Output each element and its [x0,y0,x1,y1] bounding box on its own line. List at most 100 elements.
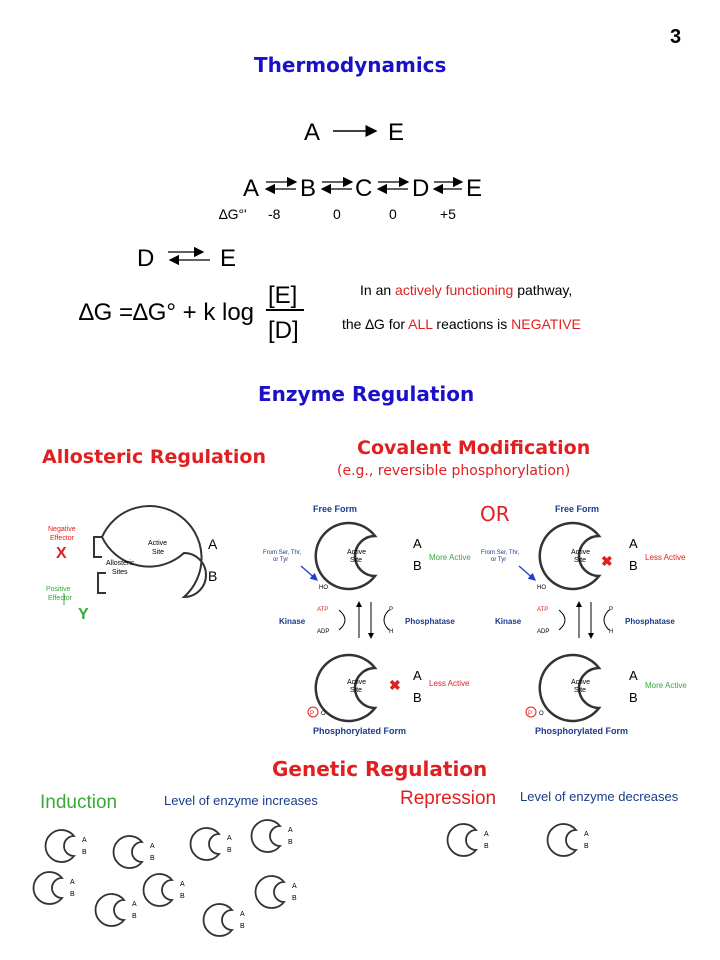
svg-text:From Ser, Thr,: From Ser, Thr, [263,550,302,556]
equation-denominator: [D] [268,317,299,344]
svg-text:A: A [70,879,75,886]
equilibrium-d: D [137,245,154,272]
svg-text:B: B [288,839,293,846]
effector-x: X [56,545,67,562]
svg-text:A: A [288,827,293,834]
svg-text:B: B [484,843,489,850]
allosteric-sites-label-1: Allosteric [106,560,135,567]
svg-text:Less Active: Less Active [429,679,470,688]
svg-text:A: A [629,668,638,683]
svg-text:ATP: ATP [537,607,548,613]
svg-text:Free Form: Free Form [313,504,357,514]
svg-text:or Tyr: or Tyr [491,557,506,563]
svg-text:HO: HO [319,585,328,591]
dg-value-4: +5 [440,206,456,222]
allosteric-diagram: Negative Effector X Positive Effector Y … [46,505,218,623]
svg-text:More Active: More Active [429,553,471,562]
svg-text:B: B [629,690,638,705]
svg-text:H: H [609,629,613,635]
pathway-note-line-1: In an actively functioning pathway, [360,282,573,298]
svg-text:Phosphatase: Phosphatase [625,617,675,626]
pathway-node-e: E [466,175,482,202]
enzyme-regulation-title: Enzyme Regulation [258,382,475,406]
svg-text:ADP: ADP [537,629,549,635]
svg-text:H: H [389,629,393,635]
svg-text:A: A [132,901,137,908]
allosteric-b: B [208,568,217,584]
svg-text:A: A [484,831,489,838]
svg-text:B: B [292,895,297,902]
svg-text:Kinase: Kinase [495,617,522,626]
positive-effector-label-1: Positive [46,586,71,593]
svg-text:P: P [310,711,314,717]
covalent-panel-left: Free Form Active Site A B More Active Fr… [263,504,471,736]
pathway-nodes: A B C D E [243,175,482,202]
svg-text:A: A [82,837,87,844]
simple-a: A [304,119,320,146]
repression-label: Repression [400,788,497,809]
svg-text:B: B [413,558,422,573]
allosteric-active-label-1: Active [148,540,167,547]
allosteric-active-label-2: Site [152,549,164,556]
svg-text:B: B [70,891,75,898]
svg-text:Free Form: Free Form [555,504,599,514]
svg-text:Site: Site [574,687,586,694]
svg-text:O: O [539,711,544,717]
pathway-node-a: A [243,175,259,202]
svg-text:P: P [389,607,393,613]
svg-text:B: B [132,913,137,920]
induction-enzymes: AB AB AB AB AB AB AB AB AB [32,819,297,937]
svg-text:ATP: ATP [317,607,328,613]
covalent-panel-right: Free Form Active Site ✖ A B Less Active … [481,504,687,736]
svg-text:P: P [609,607,613,613]
svg-text:HO: HO [537,585,546,591]
equation-numerator: [E] [268,282,297,309]
svg-text:A: A [180,881,185,888]
negative-effector-label-2: Effector [50,535,75,542]
dg-value-1: -8 [268,206,281,222]
induction-description: Level of enzyme increases [164,793,318,808]
svg-text:O: O [321,711,326,717]
pathway-equilibrium-arrows [264,176,464,195]
svg-text:Active: Active [347,549,366,556]
svg-text:B: B [584,843,589,850]
svg-text:Site: Site [350,557,362,564]
svg-text:More Active: More Active [645,681,687,690]
allosteric-title: Allosteric Regulation [42,446,266,468]
svg-text:Phosphorylated Form: Phosphorylated Form [535,726,628,736]
covalent-title: Covalent Modification [357,437,591,459]
svg-text:Kinase: Kinase [279,617,306,626]
svg-text:Active: Active [347,679,366,686]
svg-text:A: A [629,536,638,551]
effector-y: Y [78,606,89,623]
svg-text:ADP: ADP [317,629,329,635]
genetic-enzyme-icons: AB AB AB AB AB AB AB AB AB AB AB [32,819,589,937]
svg-text:Phosphatase: Phosphatase [405,617,455,626]
svg-text:From Ser, Thr,: From Ser, Thr, [481,550,520,556]
svg-text:A: A [240,911,245,918]
svg-text:A: A [150,843,155,850]
svg-text:Active: Active [571,679,590,686]
equation-lhs: ∆G =∆G° + k log [79,299,254,326]
svg-text:A: A [584,831,589,838]
svg-text:B: B [413,690,422,705]
dg-label: ∆G°' [219,206,247,222]
svg-text:Site: Site [350,687,362,694]
svg-text:B: B [240,923,245,930]
simple-e: E [388,119,404,146]
svg-text:B: B [227,847,232,854]
pathway-node-b: B [300,175,316,202]
pathway-node-c: C [355,175,372,202]
allosteric-sites-label-2: Sites [112,569,128,576]
genetic-title: Genetic Regulation [272,757,488,781]
svg-text:A: A [413,668,422,683]
svg-text:A: A [292,883,297,890]
thermodynamics-diagram: A E A B C D E ∆G°' -8 0 0 +5 D E ∆G =∆G°… [79,119,482,344]
svg-text:Active: Active [571,549,590,556]
pathway-note-line-2: the ∆G for ALL reactions is NEGATIVE [342,316,581,332]
negative-effector-label-1: Negative [48,526,76,533]
pathway-node-d: D [412,175,429,202]
svg-text:P: P [528,711,532,717]
svg-text:B: B [150,855,155,862]
svg-text:B: B [82,849,87,856]
